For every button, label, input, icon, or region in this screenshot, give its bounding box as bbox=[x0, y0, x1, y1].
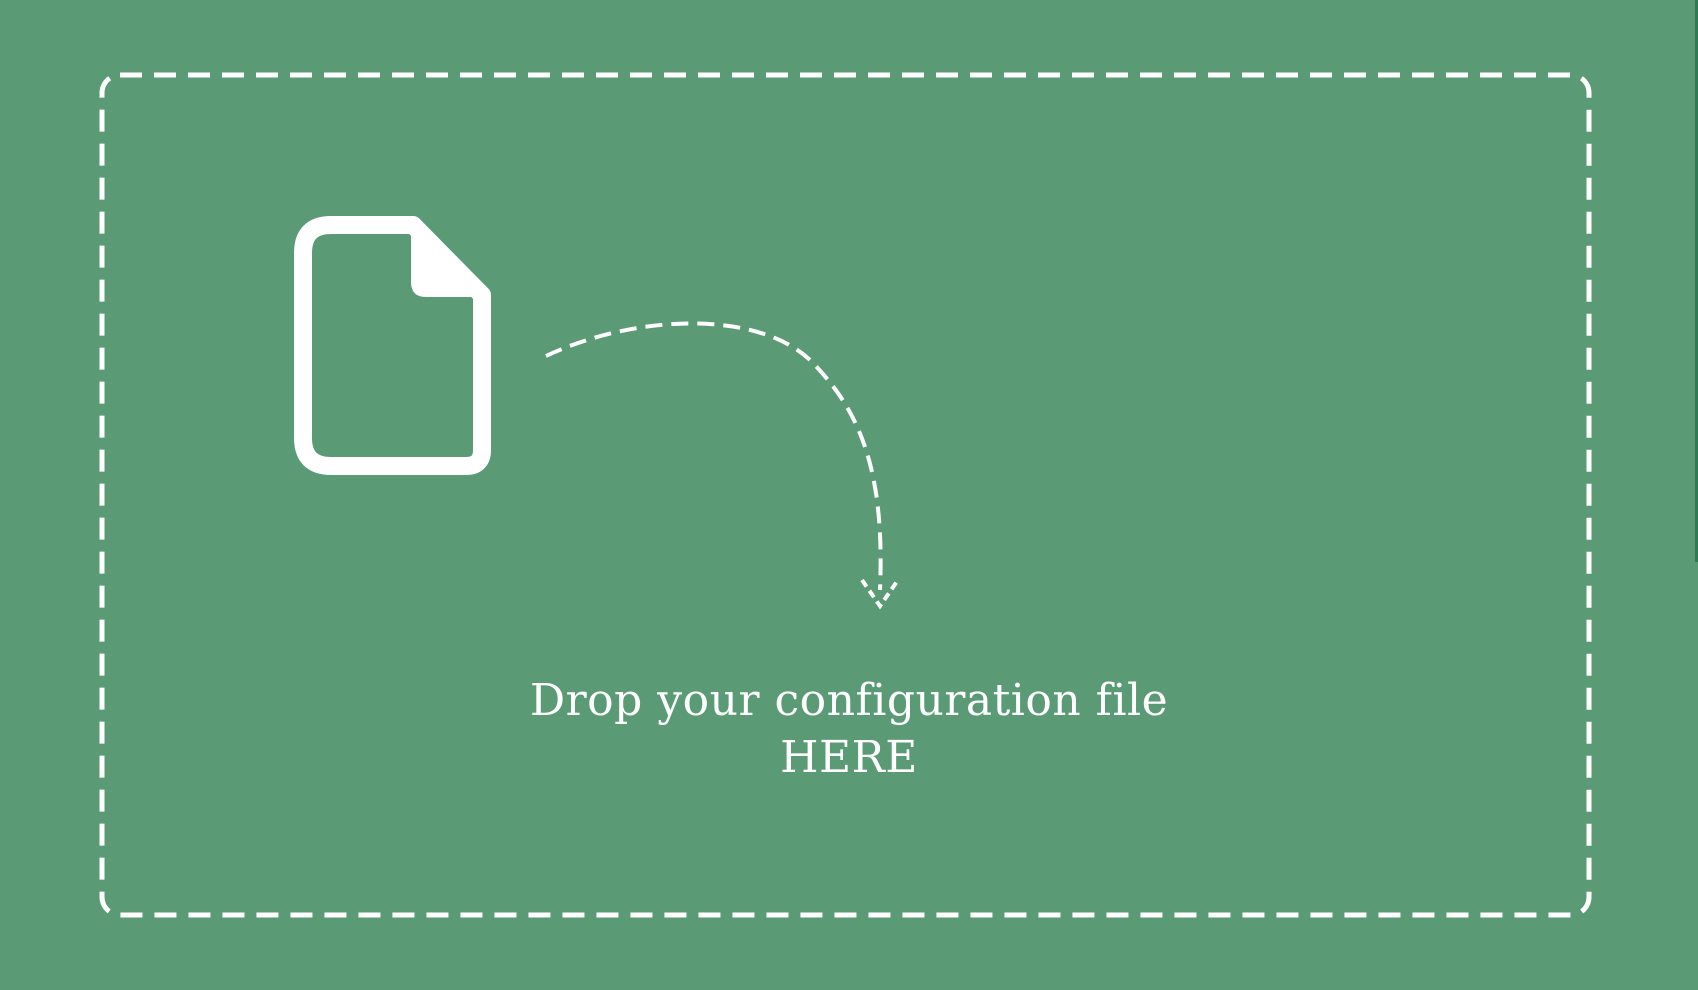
drop-instruction-line-1: Drop your configuration file bbox=[529, 675, 1169, 726]
drop-zone-dashed-border bbox=[99, 72, 1592, 918]
window-edge bbox=[1695, 0, 1698, 562]
curved-arrow-down-icon bbox=[545, 321, 900, 610]
drop-instructions: Drop your configuration file HERE bbox=[449, 672, 1249, 786]
file-icon bbox=[294, 216, 491, 475]
drop-instruction-line-2: HERE bbox=[780, 732, 918, 783]
